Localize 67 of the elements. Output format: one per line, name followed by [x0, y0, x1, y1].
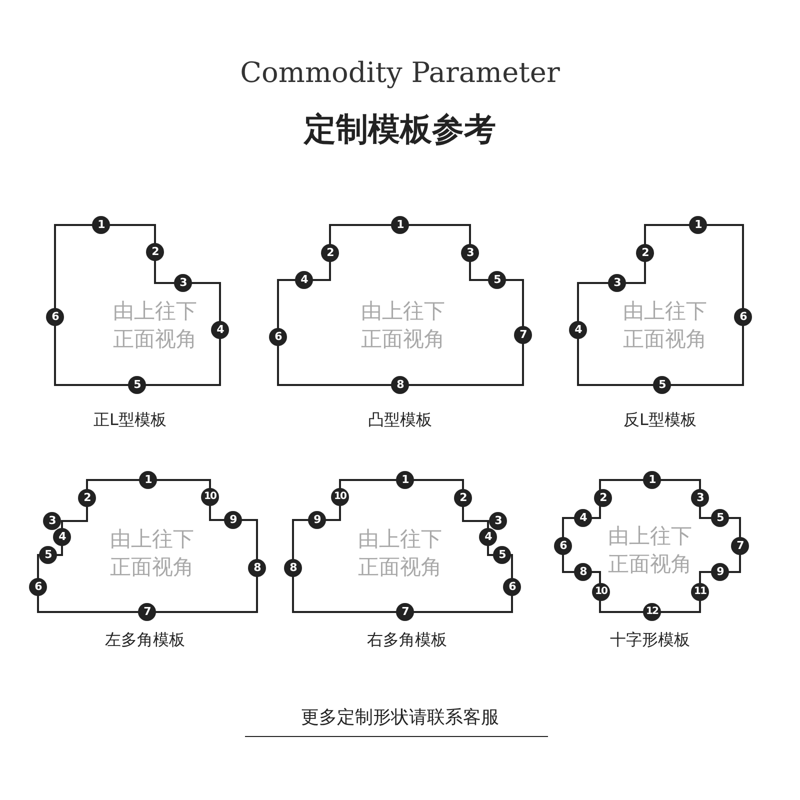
- callout-number: 7: [138, 603, 156, 621]
- callout-number: 6: [503, 578, 521, 596]
- callout-number: 5: [493, 546, 511, 564]
- callout-number: 3: [489, 512, 507, 530]
- callout-number: 4: [295, 271, 313, 289]
- callout-number: 1: [92, 216, 110, 234]
- callout-number: 6: [734, 308, 752, 326]
- view-note: 由上往下正面视角: [622, 298, 708, 353]
- callout-number: 7: [396, 603, 414, 621]
- callout-number: 8: [574, 563, 592, 581]
- callout-number: 2: [594, 489, 612, 507]
- callout-number: 10: [592, 583, 610, 601]
- callout-number: 2: [78, 489, 96, 507]
- subtitle: 定制模板参考: [302, 109, 497, 150]
- callout-number: 9: [308, 511, 326, 529]
- callout-number: 4: [569, 321, 587, 339]
- template-name: 正L型模板: [94, 410, 166, 431]
- callout-number: 8: [391, 376, 409, 394]
- view-note: 由上往下正面视角: [607, 523, 693, 578]
- callout-number: 8: [248, 559, 266, 577]
- view-note: 由上往下正面视角: [360, 298, 446, 353]
- callout-number: 1: [643, 471, 661, 489]
- template-name: 反L型模板: [624, 410, 696, 431]
- callout-number: 12: [643, 603, 661, 621]
- callout-number: 10: [331, 488, 349, 506]
- view-note: 由上往下正面视角: [109, 526, 195, 581]
- title: Commodity Parameter: [239, 56, 561, 89]
- callout-number: 3: [691, 489, 709, 507]
- callout-number: 5: [128, 376, 146, 394]
- callout-number: 5: [488, 271, 506, 289]
- callout-number: 5: [653, 376, 671, 394]
- callout-number: 9: [711, 563, 729, 581]
- callout-number: 10: [201, 488, 219, 506]
- callout-number: 2: [146, 243, 164, 261]
- callout-number: 3: [174, 274, 192, 292]
- callout-number: 3: [43, 512, 61, 530]
- callout-number: 3: [608, 274, 626, 292]
- callout-number: 4: [53, 528, 71, 546]
- callout-number: 5: [39, 546, 57, 564]
- callout-number: 2: [454, 489, 472, 507]
- callout-number: 4: [479, 528, 497, 546]
- callout-number: 7: [514, 326, 532, 344]
- callout-number: 6: [29, 578, 47, 596]
- callout-number: 1: [689, 216, 707, 234]
- template-name: 右多角模板: [367, 630, 447, 651]
- callout-number: 2: [636, 244, 654, 262]
- callout-number: 4: [211, 321, 229, 339]
- footer-note: 更多定制形状请联系客服: [300, 706, 500, 729]
- template-name: 十字形模板: [610, 630, 690, 651]
- callout-number: 11: [691, 583, 709, 601]
- template-name: 左多角模板: [105, 630, 185, 651]
- view-note: 由上往下正面视角: [357, 526, 443, 581]
- callout-number: 1: [391, 216, 409, 234]
- callout-number: 4: [574, 509, 592, 527]
- callout-number: 8: [284, 559, 302, 577]
- callout-number: 1: [396, 471, 414, 489]
- view-note: 由上往下正面视角: [112, 298, 198, 353]
- callout-number: 6: [269, 328, 287, 346]
- callout-number: 1: [139, 471, 157, 489]
- callout-number: 3: [461, 244, 479, 262]
- callout-number: 9: [224, 511, 242, 529]
- callout-number: 5: [711, 509, 729, 527]
- callout-number: 2: [321, 244, 339, 262]
- callout-number: 7: [731, 537, 749, 555]
- template-name: 凸型模板: [368, 410, 432, 431]
- callout-number: 6: [554, 537, 572, 555]
- callout-number: 6: [46, 308, 64, 326]
